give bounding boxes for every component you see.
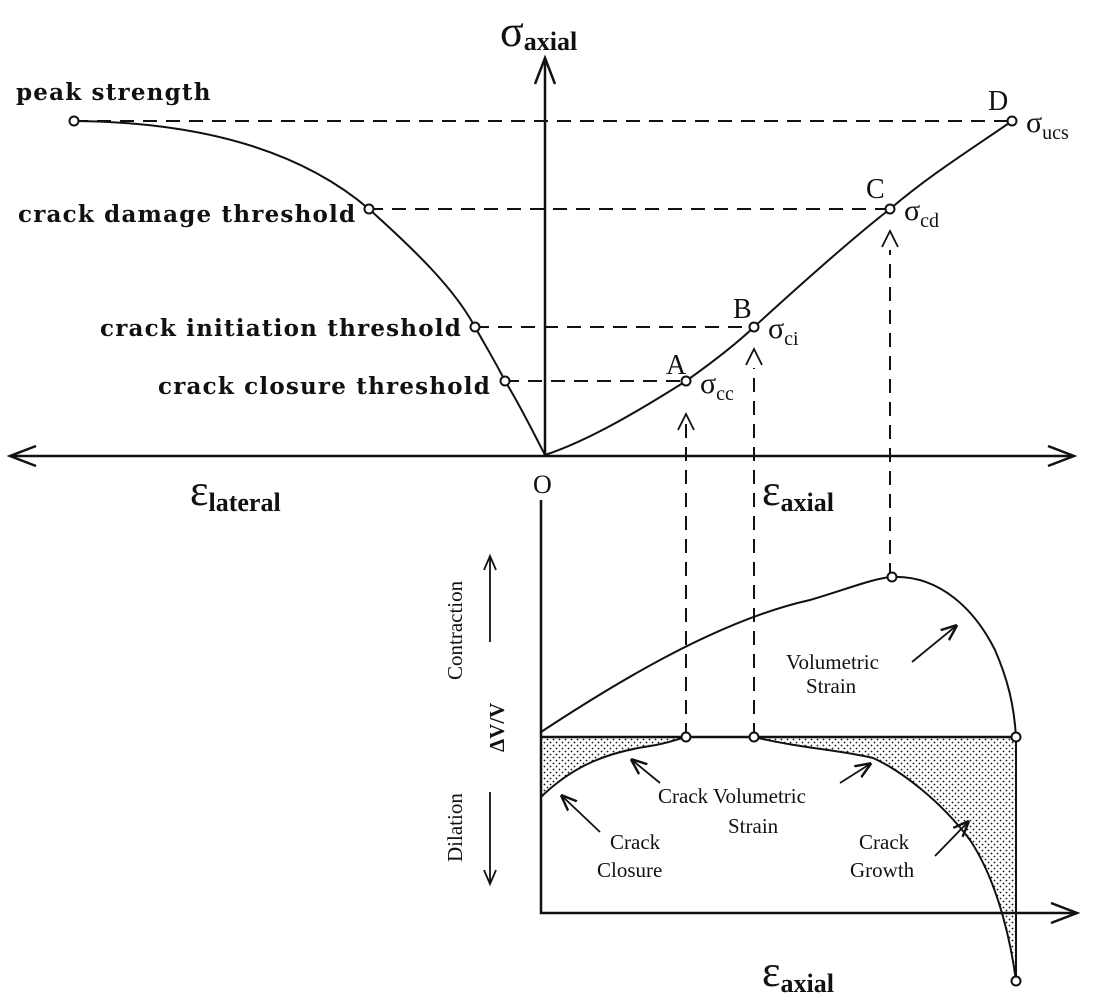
- crack-growth-region: [754, 737, 1016, 981]
- point-a: [680, 375, 692, 387]
- dilation-arrowhead: [483, 869, 497, 887]
- delta-v-over-v-label: ΔV/V: [485, 703, 509, 752]
- crack-closure-pointer: [562, 796, 601, 833]
- dilation-label: Dilation: [443, 793, 467, 862]
- contraction-arrowhead: [483, 553, 497, 571]
- lateral-axis-arrowhead: [6, 444, 37, 468]
- sigma-cd-label: σcd: [904, 194, 939, 232]
- crack-volumetric-strain-curve: [540, 736, 1017, 982]
- crack-volumetric-right-pointer: [839, 764, 870, 784]
- lower-point-a: [680, 731, 692, 743]
- sigma-axial-title: σaxial: [500, 7, 577, 56]
- volumetric-peak-point: [886, 571, 898, 583]
- b-projection-arrowhead: [745, 346, 763, 366]
- crack-initiation-point: [469, 321, 481, 333]
- lateral-strain-curve: [73, 120, 546, 456]
- crack-damage-label: crack damage threshold: [18, 201, 356, 228]
- crack-closure-label: crack closure threshold: [158, 373, 491, 400]
- peak-strength-point: [68, 115, 80, 127]
- point-d: [1006, 115, 1018, 127]
- epsilon-axial-title: εaxial: [762, 466, 834, 517]
- crack-initiation-label: crack initiation threshold: [100, 315, 462, 342]
- sigma-ci-label: σci: [768, 312, 799, 350]
- contraction-label: Contraction: [443, 580, 467, 680]
- c-projection-arrowhead: [881, 228, 899, 248]
- axial-axis-arrowhead: [1047, 444, 1078, 468]
- epsilon-lateral-title: εlateral: [190, 466, 281, 517]
- point-c: [884, 203, 896, 215]
- lower-right-point: [1010, 731, 1022, 743]
- sigma-cc-label: σcc: [700, 367, 734, 405]
- point-c-letter: C: [866, 174, 885, 205]
- peak-strength-label: peak strength: [16, 79, 212, 106]
- point-a-letter: A: [666, 350, 687, 381]
- crack-growth-label-1: Crack: [859, 830, 910, 854]
- origin-label: O: [533, 470, 552, 499]
- volumetric-strain-label-1: Volumetric: [786, 650, 879, 674]
- crack-volumetric-left-pointer: [632, 760, 661, 784]
- crack-volumetric-strain-label-2: Strain: [728, 814, 779, 838]
- point-b: [748, 321, 760, 333]
- crack-growth-label-2: Growth: [850, 858, 915, 882]
- a-projection-arrowhead: [677, 411, 695, 431]
- lower-end-point: [1010, 975, 1022, 987]
- crack-damage-point: [363, 203, 375, 215]
- crack-closure-label-2: Closure: [597, 858, 662, 882]
- crack-volumetric-strain-label-1: Crack Volumetric: [658, 784, 806, 808]
- point-d-letter: D: [988, 86, 1008, 117]
- crack-closure-label-1: Crack: [610, 830, 661, 854]
- sigma-ucs-label: σucs: [1026, 106, 1069, 144]
- volumetric-strain-curve: [540, 575, 1017, 738]
- lower-axis-arrowhead: [1050, 901, 1081, 925]
- volumetric-strain-pointer: [911, 626, 956, 663]
- crack-closure-point: [499, 375, 511, 387]
- point-b-letter: B: [733, 294, 752, 325]
- lower-point-b: [748, 731, 760, 743]
- axial-strain-curve: [544, 120, 1013, 456]
- crack-closure-region: [541, 737, 686, 797]
- lower-epsilon-axial-title: εaxial: [762, 947, 834, 998]
- crack-growth-pointer: [934, 822, 968, 857]
- volumetric-strain-label-2: Strain: [806, 674, 857, 698]
- sigma-axis-arrowhead: [533, 54, 557, 85]
